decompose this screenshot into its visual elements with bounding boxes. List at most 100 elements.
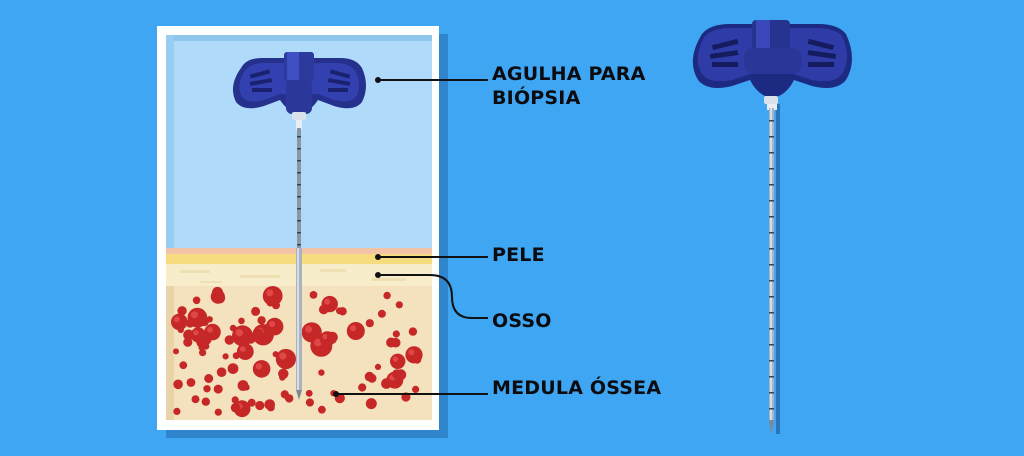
marrow-cell xyxy=(405,346,423,364)
marrow-cell xyxy=(264,399,276,410)
marrow-cell xyxy=(206,316,213,323)
marrow-cell xyxy=(204,374,214,383)
needle-tick xyxy=(297,136,301,138)
label-biopsy-needle-line1: AGULHA PARA xyxy=(492,63,646,85)
needle-markings-right xyxy=(769,120,774,410)
marrow-cell xyxy=(214,408,222,416)
marrow-cell xyxy=(251,306,261,316)
marrow-cell xyxy=(395,301,403,309)
label-bone: OSSO xyxy=(492,310,552,332)
air-left-shade xyxy=(166,35,174,248)
marrow-cell xyxy=(191,395,200,404)
marrow-cell xyxy=(230,402,241,413)
marrow-cell xyxy=(412,385,420,393)
marrow-cell xyxy=(216,367,227,378)
marrow-cell-highlight xyxy=(207,326,213,333)
marrow-cell xyxy=(318,304,329,315)
marrow-cell xyxy=(265,317,284,336)
marrow-cell xyxy=(383,291,391,300)
marrow-cell-highlight xyxy=(235,329,243,337)
bone-left-shade xyxy=(166,286,174,420)
needle-tick xyxy=(769,408,774,410)
needle-tick xyxy=(769,168,774,170)
needle-shaft-highlight xyxy=(297,248,299,390)
marrow-cell xyxy=(365,398,377,410)
needle-tick xyxy=(769,280,774,282)
marrow-cell xyxy=(186,378,196,387)
marrow-cells xyxy=(171,286,423,418)
label-skin: PELE xyxy=(492,244,545,266)
needle-tick xyxy=(297,196,301,198)
marrow-cell-highlight xyxy=(408,349,415,356)
marrow-cell xyxy=(252,360,271,378)
leader-dots xyxy=(333,77,381,397)
needle-tick xyxy=(769,120,774,122)
marrow-cell xyxy=(199,349,207,357)
marrow-cell xyxy=(336,307,343,315)
needle-right xyxy=(692,20,852,434)
marrow-cell xyxy=(318,405,326,414)
skin-texture xyxy=(180,269,406,283)
marrow-cell-highlight xyxy=(268,320,276,328)
marrow-cell xyxy=(173,379,183,390)
needle-tick xyxy=(769,248,774,250)
needle-tick xyxy=(769,264,774,266)
marrow-cell xyxy=(408,327,418,336)
marrow-cell-highlight xyxy=(350,325,357,332)
needle-tick xyxy=(297,148,301,150)
needle-tip-right xyxy=(769,420,774,434)
marrow-cell xyxy=(173,348,179,355)
air-top-shade xyxy=(166,35,432,41)
marrow-cell xyxy=(171,313,188,331)
needle-tick xyxy=(769,344,774,346)
marrow-cell xyxy=(392,369,402,379)
needle-tick xyxy=(769,216,774,218)
marrow-cell-highlight xyxy=(322,334,328,340)
marrow-cell-highlight xyxy=(305,325,313,333)
marrow-cell xyxy=(374,363,382,370)
needle-tick xyxy=(769,328,774,330)
needle-tick xyxy=(769,376,774,378)
needle-right-shadow xyxy=(776,104,780,434)
marrow-cell xyxy=(227,363,239,374)
marrow-cell xyxy=(247,398,256,407)
marrow-cell xyxy=(358,383,367,392)
marrow-cell xyxy=(177,306,187,316)
needle-tick xyxy=(769,200,774,202)
marrow-cell xyxy=(203,385,211,393)
marrow-cell xyxy=(231,396,239,404)
marrow-cell xyxy=(173,407,181,415)
needle-tick xyxy=(769,152,774,154)
needle-markings-left xyxy=(297,136,301,246)
label-biopsy-needle: AGULHA PARA BIÓPSIA xyxy=(492,62,645,110)
marrow-cell xyxy=(254,328,264,338)
needle-handle-right xyxy=(692,20,852,104)
marrow-cell xyxy=(386,337,397,348)
marrow-cell xyxy=(284,394,291,401)
leader-line-bone xyxy=(378,274,488,319)
marrow-cell xyxy=(392,330,400,338)
marrow-cell xyxy=(257,316,266,325)
needle-tick xyxy=(297,172,301,174)
needle-tick xyxy=(769,312,774,314)
marrow-cell xyxy=(185,319,195,328)
marrow-cell xyxy=(179,361,188,370)
needle-tick xyxy=(769,232,774,234)
marrow-cell-highlight xyxy=(190,311,198,319)
needle-collar-left xyxy=(296,120,302,130)
marrow-cell-highlight xyxy=(266,289,274,297)
marrow-cell-highlight xyxy=(279,352,287,360)
marrow-cell xyxy=(305,398,314,407)
needle-tick xyxy=(769,360,774,362)
marrow-cell xyxy=(364,371,375,382)
marrow-cell xyxy=(309,291,318,299)
needle-tick xyxy=(297,232,301,234)
marrow-cell xyxy=(275,348,296,370)
marrow-cell xyxy=(255,400,265,411)
marrow-cell-highlight xyxy=(255,363,262,370)
needle-tick xyxy=(769,392,774,394)
marrow-cell xyxy=(365,319,374,328)
needle-tick xyxy=(297,184,301,186)
marrow-cell xyxy=(279,374,286,381)
